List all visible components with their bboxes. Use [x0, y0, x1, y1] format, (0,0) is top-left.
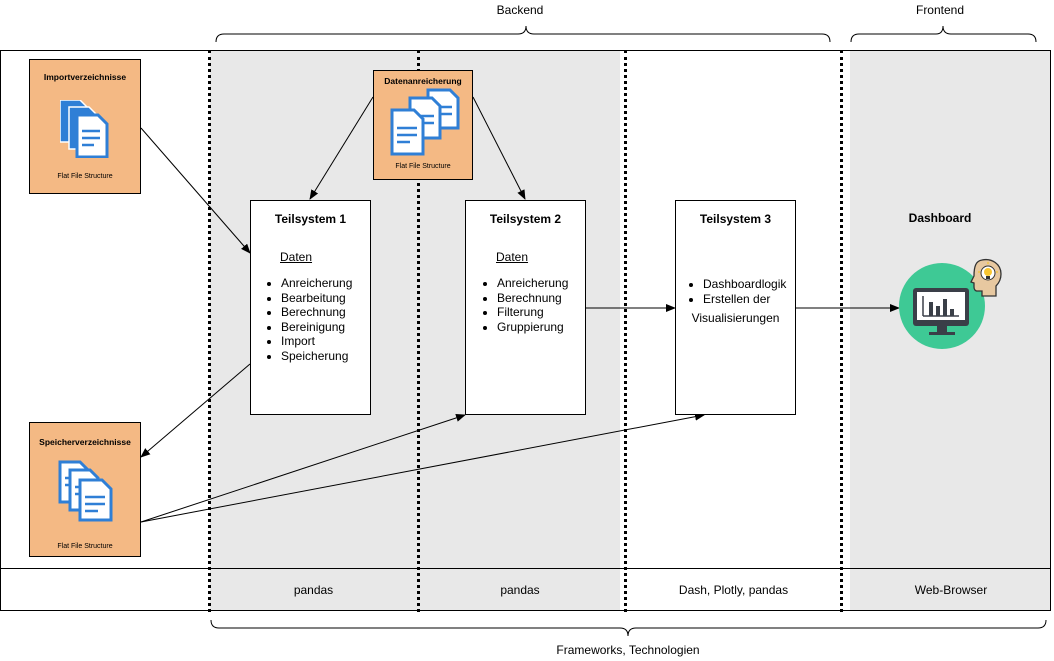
backend-brace — [215, 25, 831, 43]
data-enrichment-title: Datenanreicherung — [384, 76, 462, 86]
architecture-frame — [0, 50, 1051, 611]
list-item: Dashboardlogik — [703, 277, 786, 292]
data-enrichment-caption: Flat File Structure — [395, 163, 451, 170]
technology-row-divider — [0, 568, 1051, 569]
arrow-storage-to-ts3 — [140, 412, 705, 523]
storage-directories-caption: Flat File Structure — [57, 543, 113, 550]
list-item: Berechnung — [281, 305, 352, 320]
arrow-ts1-to-storage — [140, 363, 251, 458]
subsystem-3-title: Teilsystem 3 — [699, 212, 772, 226]
column-separator-3 — [624, 50, 627, 612]
list-item: Filterung — [497, 305, 568, 320]
documents-icon — [60, 100, 109, 158]
list-item: Bereinigung — [281, 320, 352, 335]
technology-cell-teilsystem-3: Dash, Plotly, pandas — [678, 583, 789, 597]
arrow-enrichment-to-ts1 — [309, 96, 374, 200]
frameworks-brace — [210, 619, 1047, 637]
list-item: Import — [281, 334, 352, 349]
subsystem-1-list: Anreicherung Bearbeitung Berechnung Bere… — [267, 276, 352, 363]
import-directories-title: Importverzeichnisse — [43, 72, 127, 82]
column-separator-1 — [208, 50, 211, 612]
subsystem-2-list: Anreicherung Berechnung Filterung Gruppi… — [483, 276, 568, 334]
frontend-brace — [850, 25, 1037, 43]
subsystem-1-box: Teilsystem 1 Daten Anreicherung Bearbeit… — [250, 200, 371, 415]
technology-cell-frontend: Web-Browser — [914, 583, 988, 597]
storage-directories-title: Speicherverzeichnisse — [39, 437, 131, 447]
subsystem-1-subtitle: Daten — [280, 250, 313, 264]
column-separator-4 — [840, 50, 843, 612]
subsystem-3-list: Dashboardlogik Erstellen der — [689, 277, 786, 306]
backend-label: Backend — [496, 3, 544, 17]
import-directories-box: Importverzeichnisse Flat File Structure — [29, 59, 141, 194]
documents-icon — [58, 460, 113, 522]
dashboard-title: Dashboard — [908, 211, 972, 225]
subsystem-3-continuation: Visualisierungen — [691, 311, 780, 325]
column-separator-2 — [417, 50, 420, 612]
frameworks-label: Frameworks, Technologien — [556, 643, 700, 657]
dashboard-monitor-icon — [899, 263, 985, 349]
technology-cell-teilsystem-2: pandas — [500, 583, 540, 597]
import-directories-caption: Flat File Structure — [57, 173, 113, 180]
subsystem-2-subtitle: Daten — [496, 250, 529, 264]
subsystem-1-title: Teilsystem 1 — [274, 212, 347, 226]
arrow-import-to-ts1 — [140, 127, 251, 254]
idea-person-icon — [970, 258, 1002, 297]
subsystem-3-box: Teilsystem 3 Dashboardlogik Erstellen de… — [675, 200, 796, 415]
frontend-label: Frontend — [915, 3, 965, 17]
list-item: Anreicherung — [497, 276, 568, 291]
list-item: Speicherung — [281, 349, 352, 364]
list-item: Bearbeitung — [281, 291, 352, 306]
arrow-storage-to-ts2 — [140, 414, 466, 523]
technology-cell-teilsystem-1: pandas — [293, 583, 334, 597]
storage-directories-box: Speicherverzeichnisse Flat File Structur… — [29, 422, 141, 557]
subsystem-2-title: Teilsystem 2 — [489, 212, 562, 226]
arrow-enrichment-to-ts2 — [472, 96, 526, 200]
list-item: Gruppierung — [497, 320, 568, 335]
list-item: Erstellen der — [703, 292, 786, 307]
documents-icon — [390, 88, 460, 156]
subsystem-2-box: Teilsystem 2 Daten Anreicherung Berechnu… — [465, 200, 586, 415]
list-item: Berechnung — [497, 291, 568, 306]
list-item: Anreicherung — [281, 276, 352, 291]
data-enrichment-box: Datenanreicherung Flat File Structure — [373, 70, 473, 180]
